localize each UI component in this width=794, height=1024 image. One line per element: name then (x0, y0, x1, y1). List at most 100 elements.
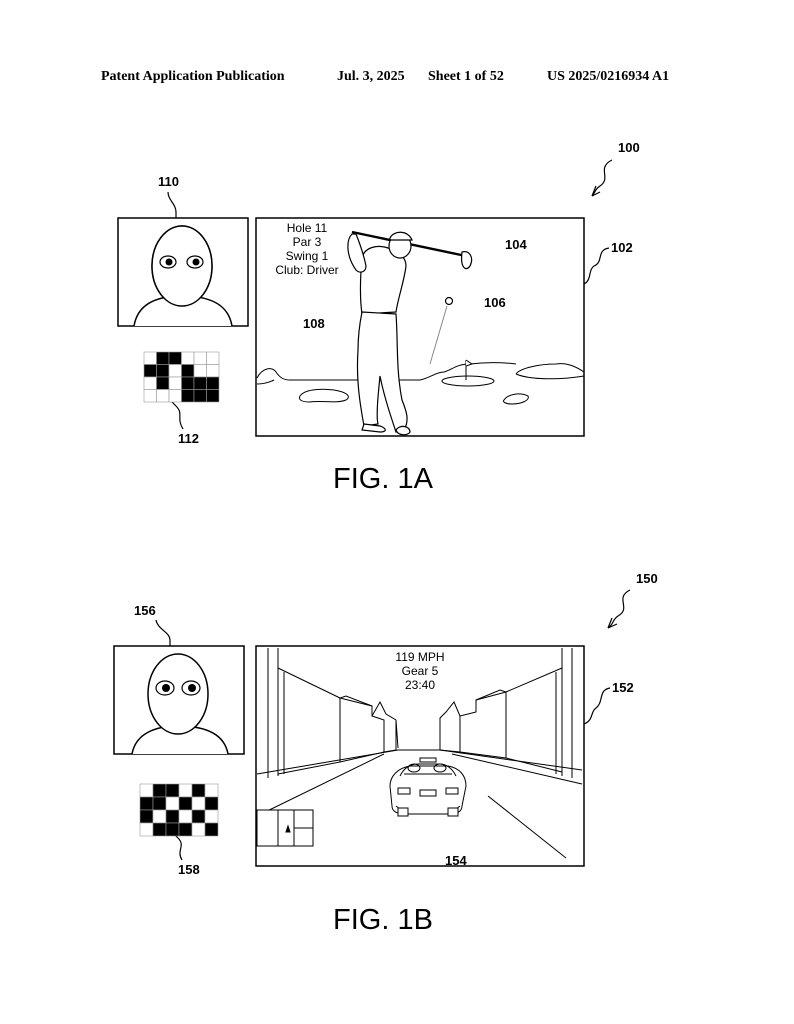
caption-fig-1b: FIG. 1B (333, 904, 433, 936)
code-cell (156, 389, 170, 403)
ref-label-152: 152 (612, 680, 634, 695)
code-cell (191, 822, 206, 837)
racing-hud-speed: 119 MPH (395, 650, 445, 664)
ref-label-106: 106 (484, 295, 506, 310)
code-cell (206, 351, 220, 365)
ref-100-leader (591, 159, 613, 197)
code-cell (168, 364, 182, 378)
code-cell (178, 822, 193, 837)
code-cell (143, 364, 157, 378)
ref-100-arrowhead (591, 185, 601, 197)
code-cell (181, 364, 195, 378)
code-cell (139, 809, 154, 824)
code-cell (139, 822, 154, 837)
code-cell (139, 796, 154, 811)
code-cell (204, 796, 219, 811)
ref-156-leader (155, 619, 171, 646)
golfer-torso (359, 245, 407, 315)
code-cell (156, 364, 170, 378)
code-cell (206, 364, 220, 378)
code-cell (152, 796, 167, 811)
golf-hud: Hole 11 Par 3 Swing 1 Club: Driver (270, 221, 344, 277)
code-cell (191, 783, 206, 798)
golf-screen (255, 217, 585, 437)
code-cell (204, 822, 219, 837)
golf-hud-swing: Swing 1 (285, 249, 329, 263)
code-cell (191, 796, 206, 811)
code-cell (168, 376, 182, 390)
code-cell (181, 389, 195, 403)
code-cell (165, 809, 180, 824)
header-sheet: Sheet 1 of 52 (428, 69, 504, 84)
golfer (347, 230, 473, 436)
header-publication: Patent Application Publication (101, 69, 285, 84)
minimap-marker-icon (285, 824, 291, 833)
code-cell (204, 809, 219, 824)
code-cell (193, 376, 207, 390)
ref-label-104: 104 (505, 237, 527, 252)
code-cell (193, 364, 207, 378)
golf-hud-par: Par 3 (292, 235, 322, 249)
caption-fig-1a: FIG. 1A (333, 463, 433, 495)
code-cell (152, 822, 167, 837)
golfer-legs (356, 311, 408, 433)
code-cell (156, 351, 170, 365)
code-cell (191, 809, 206, 824)
code-cell (156, 376, 170, 390)
ref-label-110: 110 (158, 174, 179, 189)
code-cell (168, 389, 182, 403)
header-date: Jul. 3, 2025 (337, 69, 405, 84)
golf-ball (444, 296, 454, 306)
code-grid-1a (143, 351, 220, 403)
code-cell (165, 783, 180, 798)
racing-hud: 119 MPH Gear 5 23:40 (382, 650, 458, 692)
ref-label-156: 156 (134, 603, 156, 618)
sand-trap-right (503, 393, 529, 405)
racing-hud-gear: Gear 5 (401, 664, 439, 678)
ref-label-108: 108 (303, 316, 325, 331)
header-number: US 2025/0216934 A1 (547, 69, 670, 84)
code-cell (178, 783, 193, 798)
road-horizon (256, 749, 583, 775)
code-cell (178, 796, 193, 811)
code-cell (165, 822, 180, 837)
ball-trajectory (429, 305, 448, 365)
code-cell (143, 351, 157, 365)
golf-green (441, 375, 495, 387)
racing-scene (256, 648, 583, 859)
code-cell (143, 389, 157, 403)
golf-hud-hole: Hole 11 (286, 221, 328, 235)
ref-112-leader (167, 397, 184, 430)
code-cell (152, 783, 167, 798)
code-cell (181, 376, 195, 390)
code-cell (193, 351, 207, 365)
code-cell (139, 783, 154, 798)
golf-club-head (461, 251, 473, 270)
ref-label-150: 150 (636, 571, 658, 586)
code-cell (193, 389, 207, 403)
ref-110-leader (167, 191, 177, 218)
ref-152-leader (583, 687, 611, 725)
code-cell (168, 351, 182, 365)
face-head-1b (147, 653, 209, 735)
code-grid-1b (139, 783, 219, 837)
code-cell (178, 809, 193, 824)
race-car (389, 757, 467, 817)
code-cell (181, 351, 195, 365)
ref-label-102: 102 (611, 240, 633, 255)
ref-150-arrowhead (607, 617, 618, 629)
code-cell (204, 783, 219, 798)
code-cell (206, 389, 220, 403)
ref-102-leader (583, 247, 610, 285)
sand-trap-left (299, 388, 349, 403)
code-cell (165, 796, 180, 811)
ref-150-leader (607, 589, 631, 629)
golf-hud-club: Club: Driver (275, 263, 339, 277)
code-cell (152, 809, 167, 824)
ref-label-158: 158 (178, 862, 200, 877)
ref-label-112: 112 (178, 431, 199, 446)
code-cell (143, 376, 157, 390)
ref-label-154: 154 (445, 853, 467, 868)
golf-horizon (256, 362, 517, 381)
